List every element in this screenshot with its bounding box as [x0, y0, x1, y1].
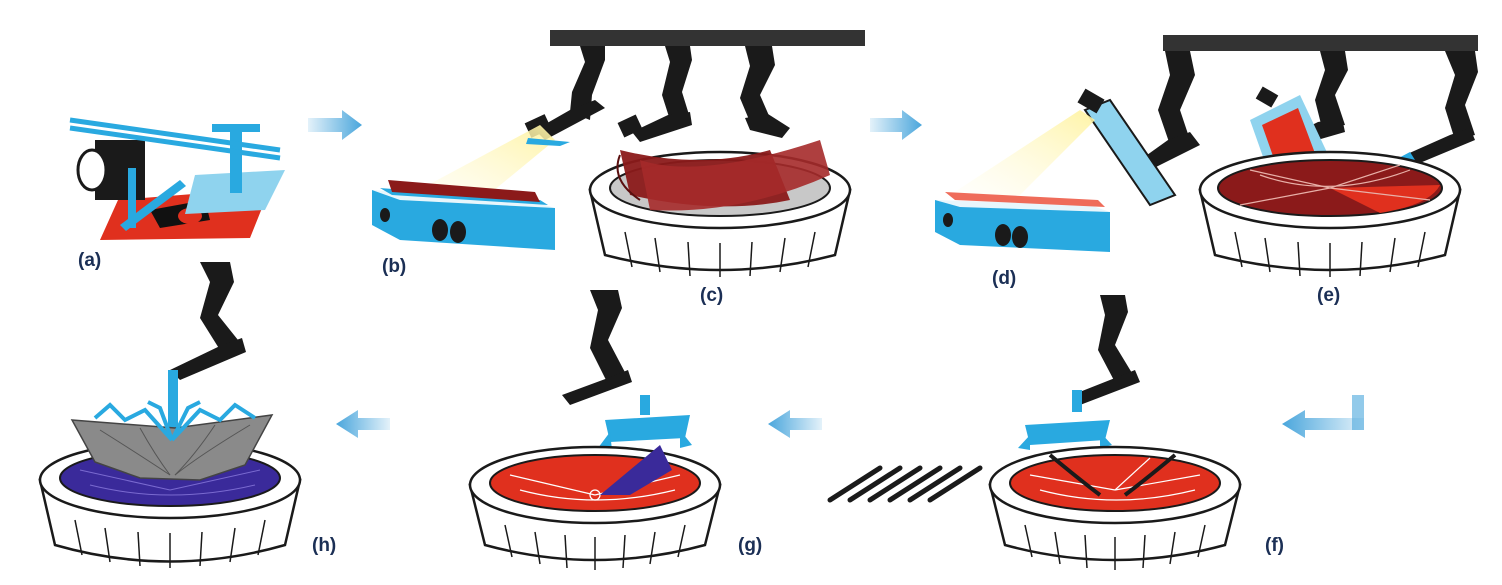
flow-arrow-icon	[870, 110, 922, 140]
panel-label-g: (g)	[738, 535, 763, 556]
flow-arrow-icon	[1282, 395, 1364, 438]
light-projector-icon	[935, 192, 1110, 252]
panel-f-preform	[827, 295, 1242, 570]
mold-icon	[1198, 150, 1462, 277]
robot-arm-icon	[1072, 295, 1140, 412]
mold-icon	[988, 445, 1242, 570]
panel-a-cutter	[69, 117, 285, 240]
robot-arm-icon	[168, 262, 246, 440]
panel-label-e: (e)	[1317, 285, 1341, 306]
preform	[70, 414, 274, 481]
light-cone	[950, 110, 1095, 195]
fiber-strips	[827, 465, 983, 503]
flow-arrow-icon	[768, 410, 822, 438]
gripper-icon	[1018, 420, 1112, 450]
panel-label-b: (b)	[382, 256, 407, 277]
robot-arm-icon	[1140, 51, 1200, 170]
flow-arrow-icon	[336, 410, 390, 438]
panel-label-f: (f)	[1265, 535, 1284, 556]
robot-arm-icon	[562, 290, 650, 415]
robot-arm-icon	[740, 46, 790, 138]
panel-label-c: (c)	[700, 285, 724, 306]
robot-arm-icon	[617, 46, 692, 142]
panel-label-h: (h)	[312, 535, 337, 556]
panel-g-placing	[468, 290, 722, 570]
panel-label-a: (a)	[78, 250, 102, 271]
gripper-icon	[93, 400, 257, 442]
panel-de-gantry	[935, 35, 1478, 277]
robot-arm-icon	[524, 46, 605, 140]
mold-icon	[588, 140, 852, 277]
light-projector-icon	[372, 180, 555, 250]
flow-arrow-icon	[308, 110, 362, 140]
panel-bc-gantry	[372, 30, 865, 277]
gripper-icon	[598, 415, 692, 450]
panel-h-forming	[38, 262, 302, 568]
panel-label-d: (d)	[992, 268, 1017, 289]
mold-icon	[468, 445, 722, 570]
robot-arm-icon	[1405, 51, 1478, 165]
